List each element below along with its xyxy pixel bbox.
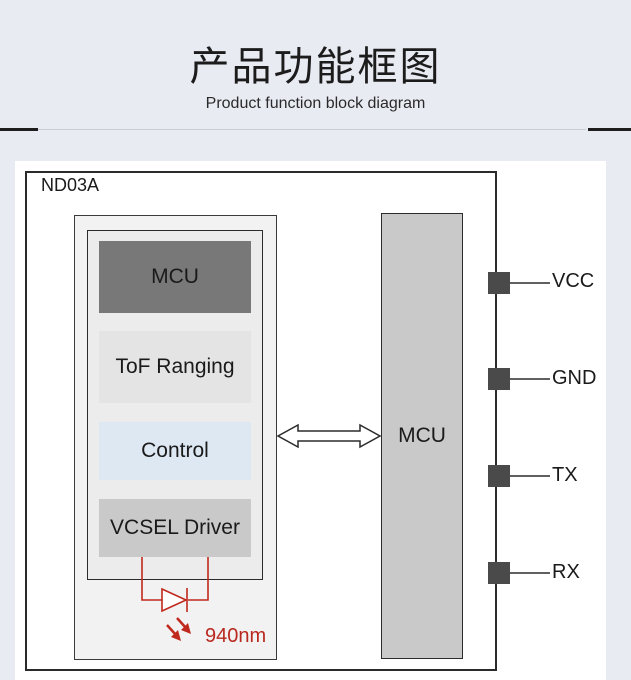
laser-diode-icon xyxy=(141,557,209,613)
header-divider xyxy=(38,129,586,130)
pin-label-vcc: VCC xyxy=(552,270,595,292)
pin-tx-connector xyxy=(488,465,550,487)
pin-rx-connector xyxy=(488,562,550,584)
control-block: Control xyxy=(99,422,251,480)
vcsel-driver-block: VCSEL Driver xyxy=(99,499,251,557)
host-mcu-label: MCU xyxy=(398,424,446,447)
wavelength-label: 940nm xyxy=(205,625,267,647)
tof-ranging-block: ToF Ranging xyxy=(99,331,251,403)
bidirectional-arrow xyxy=(276,423,382,449)
pin-label-rx: RX xyxy=(552,561,580,583)
pin-gnd-connector xyxy=(488,368,550,390)
header-accent-right xyxy=(588,128,631,131)
pin-vcc-connector xyxy=(488,272,550,294)
page-title: 产品功能框图 xyxy=(189,44,442,90)
host-mcu-block: MCU xyxy=(381,213,463,659)
page-subtitle: Product function block diagram xyxy=(205,95,426,112)
pin-label-gnd: GND xyxy=(552,367,597,389)
header-accent-left xyxy=(0,128,38,131)
emission-arrows-icon xyxy=(166,617,191,641)
header: 产品功能框图 Product function block diagram xyxy=(0,0,631,160)
pin-label-tx: TX xyxy=(552,464,578,486)
module-label: ND03A xyxy=(41,175,100,195)
sensor-mcu-block: MCU xyxy=(99,241,251,313)
